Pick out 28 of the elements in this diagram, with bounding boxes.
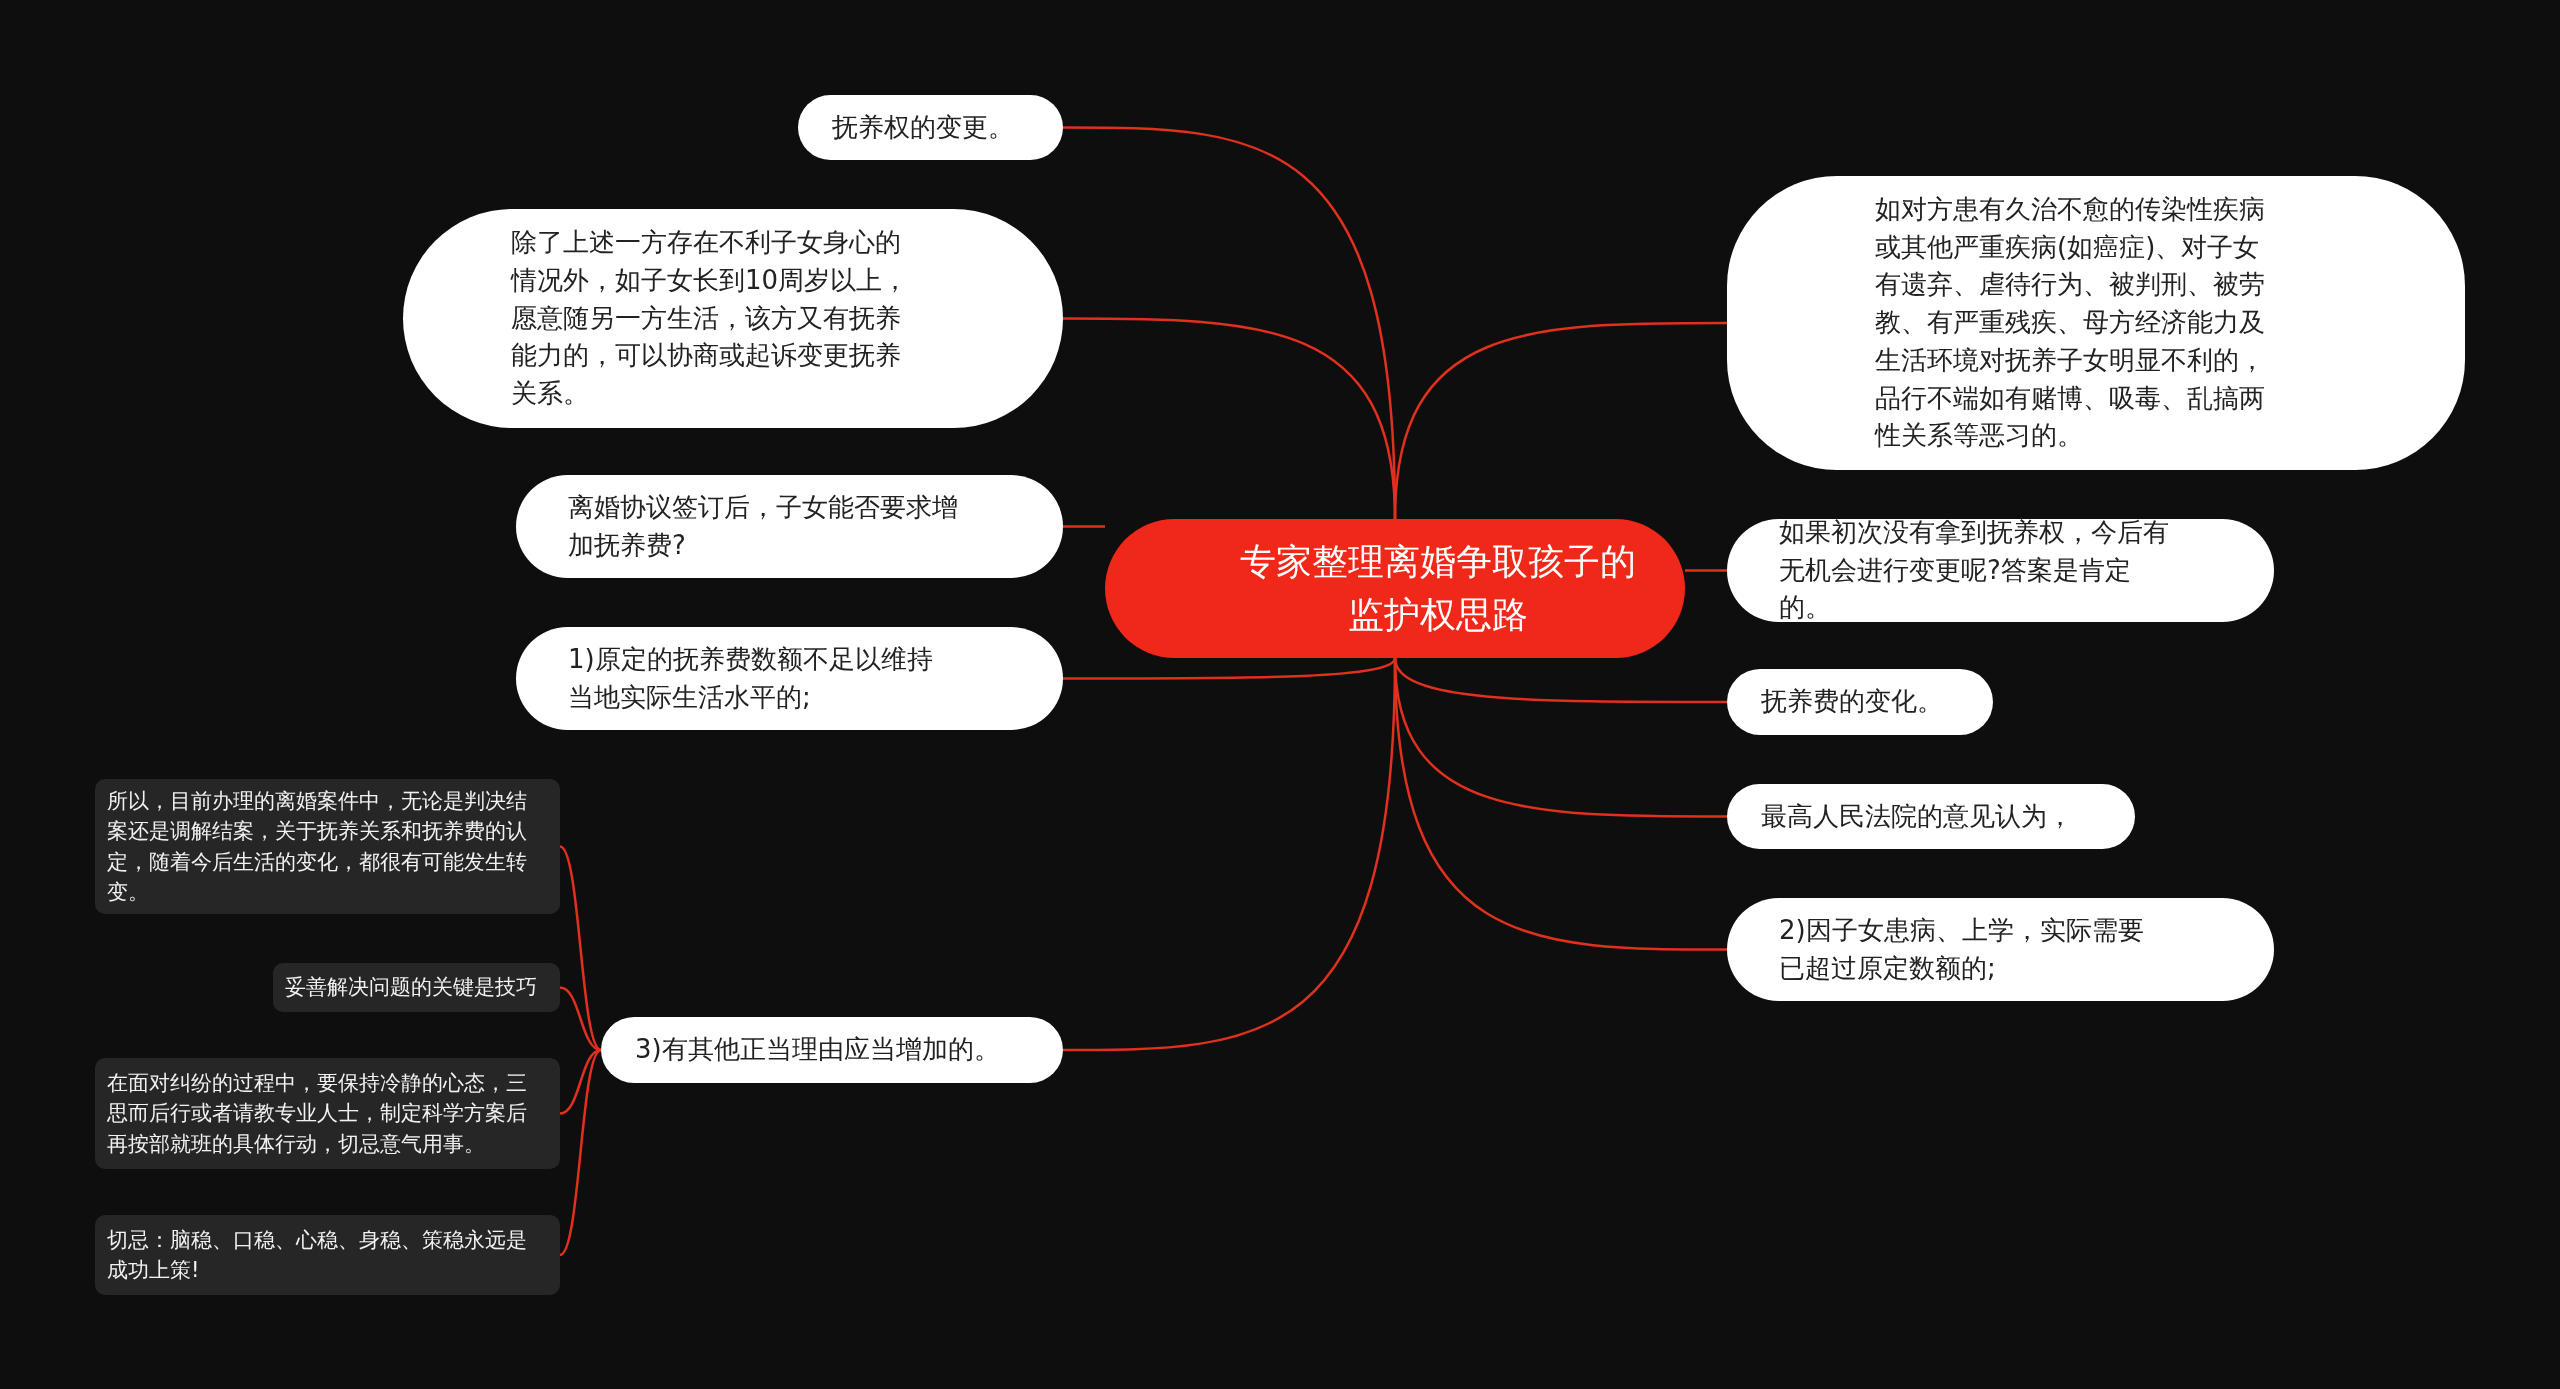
note-box: [95, 1215, 560, 1295]
node-text: 抚养权的变更。: [832, 110, 1015, 144]
node-text: 除了上述一方存在不利子女身心的情况外，如子女长到10周岁以上，愿意随另一方生活，该方又有抚养能力的，可以协商或起诉变更抚养关系。: [511, 226, 909, 411]
node-text: 2)因子女患病、上学，实际需要已超过原定数额的;: [1779, 913, 2145, 985]
connector-line: [1685, 569, 1727, 572]
note-box: [273, 963, 560, 1012]
note-box: [95, 1058, 560, 1169]
connector-line: [1393, 657, 1727, 951]
node-text: 1)原定的抚养费数额不足以维持当地实际生活水平的;: [568, 642, 934, 714]
node-text: 如对方患有久治不愈的传染性疾病或其他严重疾病(如癌症)、对子女有遗弃、虐待行为、被判刑、被劳教、有严重残疾、母方经济能力及生活环境对抚养子女明显不利的，品行不端如有赌博、吸毒、乱搞两性关系等恶习的。: [1875, 193, 2266, 453]
connector-line: [1063, 657, 1397, 680]
node-text: 离婚协议签订后，子女能否要求增加抚养费?: [568, 490, 959, 562]
connector-line: [559, 986, 602, 1052]
connector-line: [1393, 321, 1727, 520]
connector-line: [559, 1049, 602, 1256]
node-text: 专家整理离婚争取孩子的监护权思路: [1238, 540, 1637, 637]
node-text: 所以，目前办理的离婚案件中，无论是判决结案还是调解结案，关于抚养关系和抚养费的认定，随着今后生活的变化，都很有可能发生转变。: [107, 787, 528, 906]
node-text: 抚养费的变化。: [1761, 685, 1944, 719]
node-text: 切忌：脑稳、口稳、心稳、身稳、策稳永远是成功上策!: [107, 1226, 528, 1284]
node-text: 妥善解决问题的关键是技巧: [285, 974, 538, 1002]
connector-line: [559, 845, 602, 1051]
node-text: 3)有其他正当理由应当增加的。: [635, 1033, 1001, 1067]
connector-line: [559, 1048, 602, 1115]
note-box: [95, 779, 560, 914]
node-text: 最高人民法院的意见认为，: [1761, 799, 2074, 833]
node-text: 在面对纠纷的过程中，要保持冷静的心态，三思而后行或者请教专业人士，制定科学方案后再按部就班的具体行动，切忌意气用事。: [107, 1069, 528, 1158]
connector-line: [1063, 525, 1105, 528]
node-text: 如果初次没有拿到抚养权，今后有无机会进行变更呢?答案是肯定的。: [1779, 515, 2170, 625]
